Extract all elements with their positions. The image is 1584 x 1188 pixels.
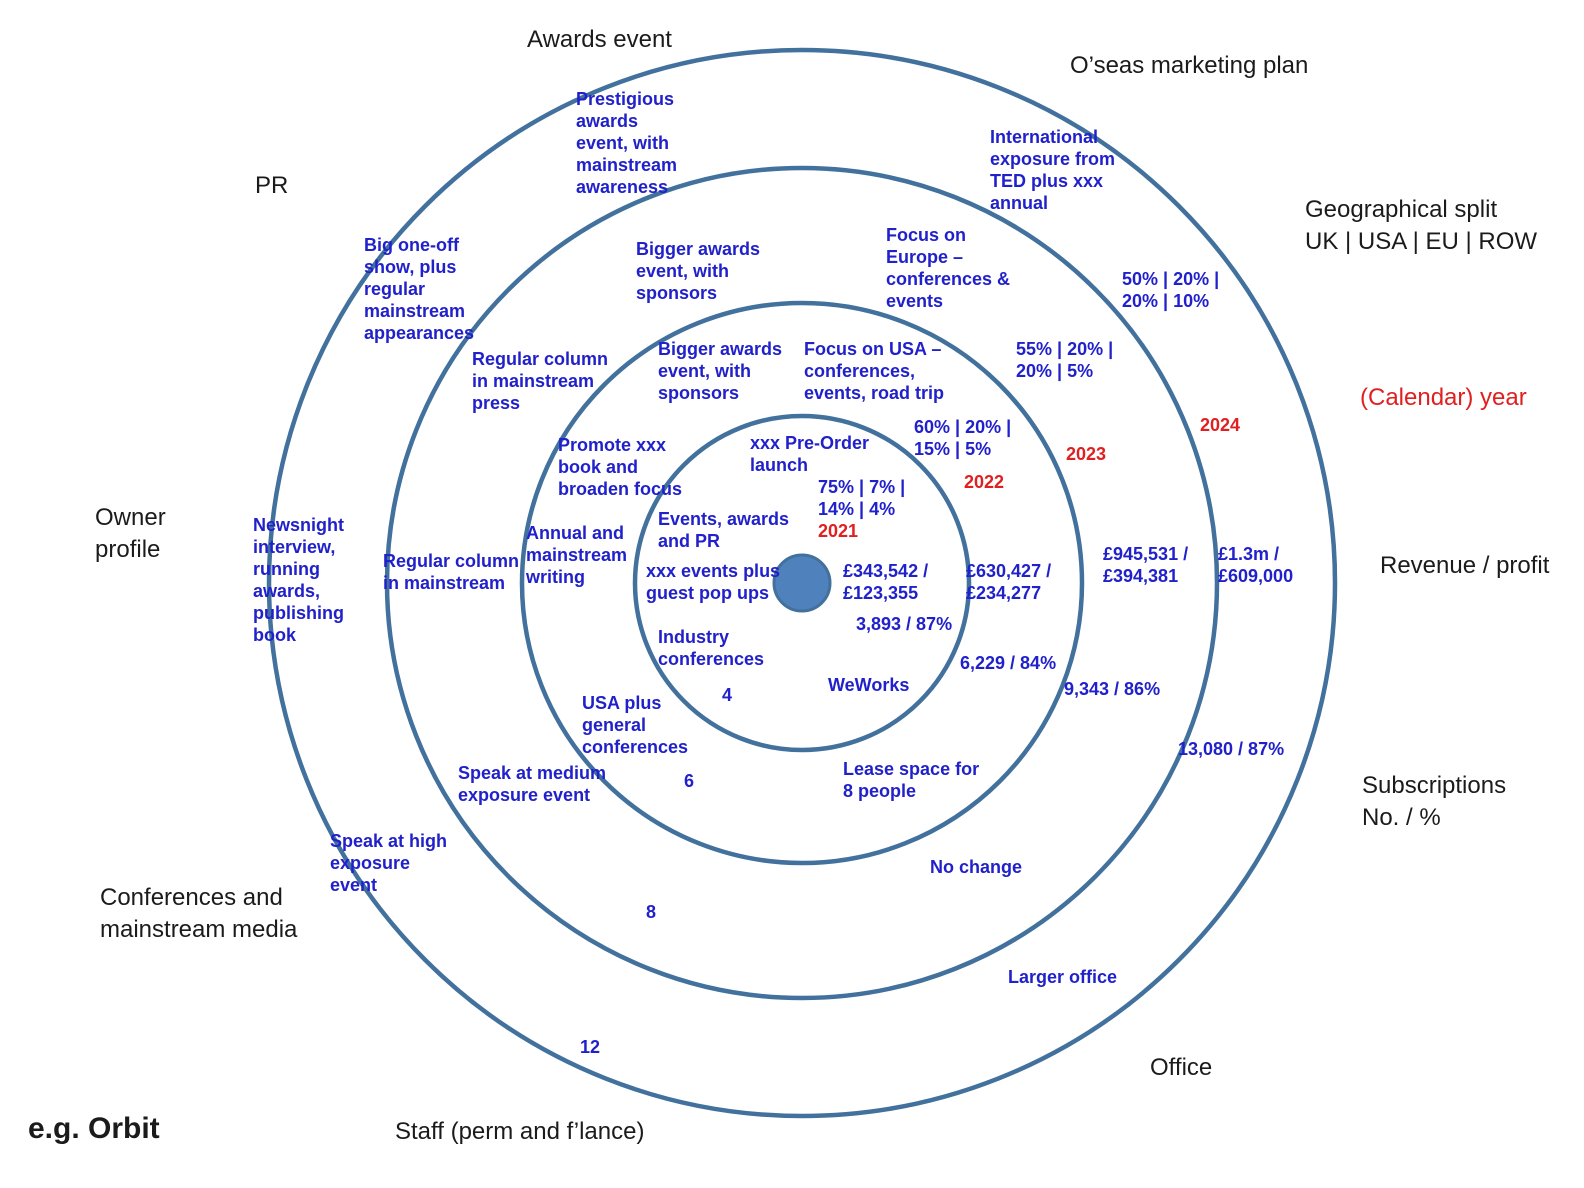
anno-international-exposure: International exposure from TED plus xxx… <box>990 127 1116 213</box>
anno-office-2022: Lease space for 8 people <box>843 759 980 801</box>
anno-year-2021: 2021 <box>818 521 859 541</box>
anno-subs-2023: 9,343 / 86% <box>1064 679 1161 699</box>
revenue-profit-label: Revenue / profit <box>1380 552 1550 579</box>
conferences-media-label: Conferences and mainstream media <box>100 884 298 943</box>
anno-prestigious-awards: Prestigious awards event, with mainstrea… <box>576 89 678 197</box>
anno-geo-2023: 55% | 20% | 20% | 5% <box>1016 339 1114 381</box>
anno-revenue-2022: £630,427 / £234,277 <box>966 561 1052 603</box>
anno-geo-2021: 75% | 7% | 14% | 4% <box>818 477 906 519</box>
anno-promote-book: Promote xxx book and broaden focus <box>558 435 683 499</box>
pr-label: PR <box>255 172 289 199</box>
anno-year-2024: 2024 <box>1200 415 1241 435</box>
anno-office-2023: No change <box>930 857 1023 877</box>
anno-regular-column-press: Regular column in mainstream press <box>472 349 609 413</box>
anno-focus-usa: Focus on USA – conferences, events, road… <box>804 339 945 403</box>
orbit-ring-third <box>519 300 1085 866</box>
example-orbit-label: e.g. Orbit <box>28 1112 160 1145</box>
anno-staff-2022: 6 <box>684 771 695 791</box>
anno-staff-2021: 4 <box>722 685 733 705</box>
anno-revenue-2024: £1.3m / £609,000 <box>1218 544 1294 586</box>
anno-staff-2024: 12 <box>580 1037 601 1057</box>
anno-xxx-events: xxx events plus guest pop ups <box>646 561 781 603</box>
anno-office-2021: WeWorks <box>828 675 910 695</box>
anno-bigger-awards-inner: Bigger awards event, with sponsors <box>658 339 783 403</box>
geographical-split-label: Geographical split UK | USA | EU | ROW <box>1305 196 1538 255</box>
anno-revenue-2023: £945,531 / £394,381 <box>1103 544 1189 586</box>
anno-revenue-2021: £343,542 / £123,355 <box>843 561 929 603</box>
anno-speak-medium: Speak at medium exposure event <box>458 763 607 805</box>
anno-geo-2022: 60% | 20% | 15% | 5% <box>914 417 1012 459</box>
anno-year-2023: 2023 <box>1066 444 1107 464</box>
anno-events-awards-pr: Events, awards and PR <box>658 509 790 551</box>
anno-geo-2024: 50% | 20% | 20% | 10% <box>1122 269 1220 311</box>
staff-label: Staff (perm and f’lance) <box>395 1118 645 1145</box>
orbit-ring-outer <box>266 47 1338 1119</box>
anno-newsnight: Newsnight interview, running awards, pub… <box>253 515 345 645</box>
anno-industry-conferences: Industry conferences <box>658 627 765 669</box>
anno-subs-2024: 13,080 / 87% <box>1178 739 1285 759</box>
oseas-marketing-label: O’seas marketing plan <box>1070 52 1309 79</box>
office-label: Office <box>1150 1054 1213 1081</box>
anno-big-one-off: Big one-off show, plus regular mainstrea… <box>364 235 475 343</box>
anno-office-2024: Larger office <box>1008 967 1118 987</box>
orbit-ring-inner <box>632 413 972 753</box>
anno-usa-plus: USA plus general conferences <box>582 693 689 757</box>
subscriptions-label: Subscriptions No. / % <box>1362 772 1507 831</box>
calendar-year-label: (Calendar) year <box>1360 384 1527 411</box>
orbit-ring-second <box>384 165 1220 1001</box>
anno-preorder: xxx Pre-Order launch <box>750 433 870 475</box>
owner-profile-label: Owner profile <box>95 504 166 563</box>
anno-annual-writing: Annual and mainstream writing <box>526 523 628 587</box>
anno-subs-2021: 3,893 / 87% <box>856 614 953 634</box>
anno-year-2022: 2022 <box>964 472 1005 492</box>
anno-focus-europe: Focus on Europe – conferences & events <box>886 225 1011 311</box>
center-dot <box>772 553 832 613</box>
anno-subs-2022: 6,229 / 84% <box>960 653 1057 673</box>
awards-event-label: Awards event <box>527 26 672 53</box>
anno-bigger-awards-outer: Bigger awards event, with sponsors <box>636 239 761 303</box>
anno-staff-2023: 8 <box>646 902 657 922</box>
anno-regular-column: Regular column in mainstream <box>383 551 520 593</box>
anno-speak-high: Speak at high exposure event <box>330 831 448 895</box>
